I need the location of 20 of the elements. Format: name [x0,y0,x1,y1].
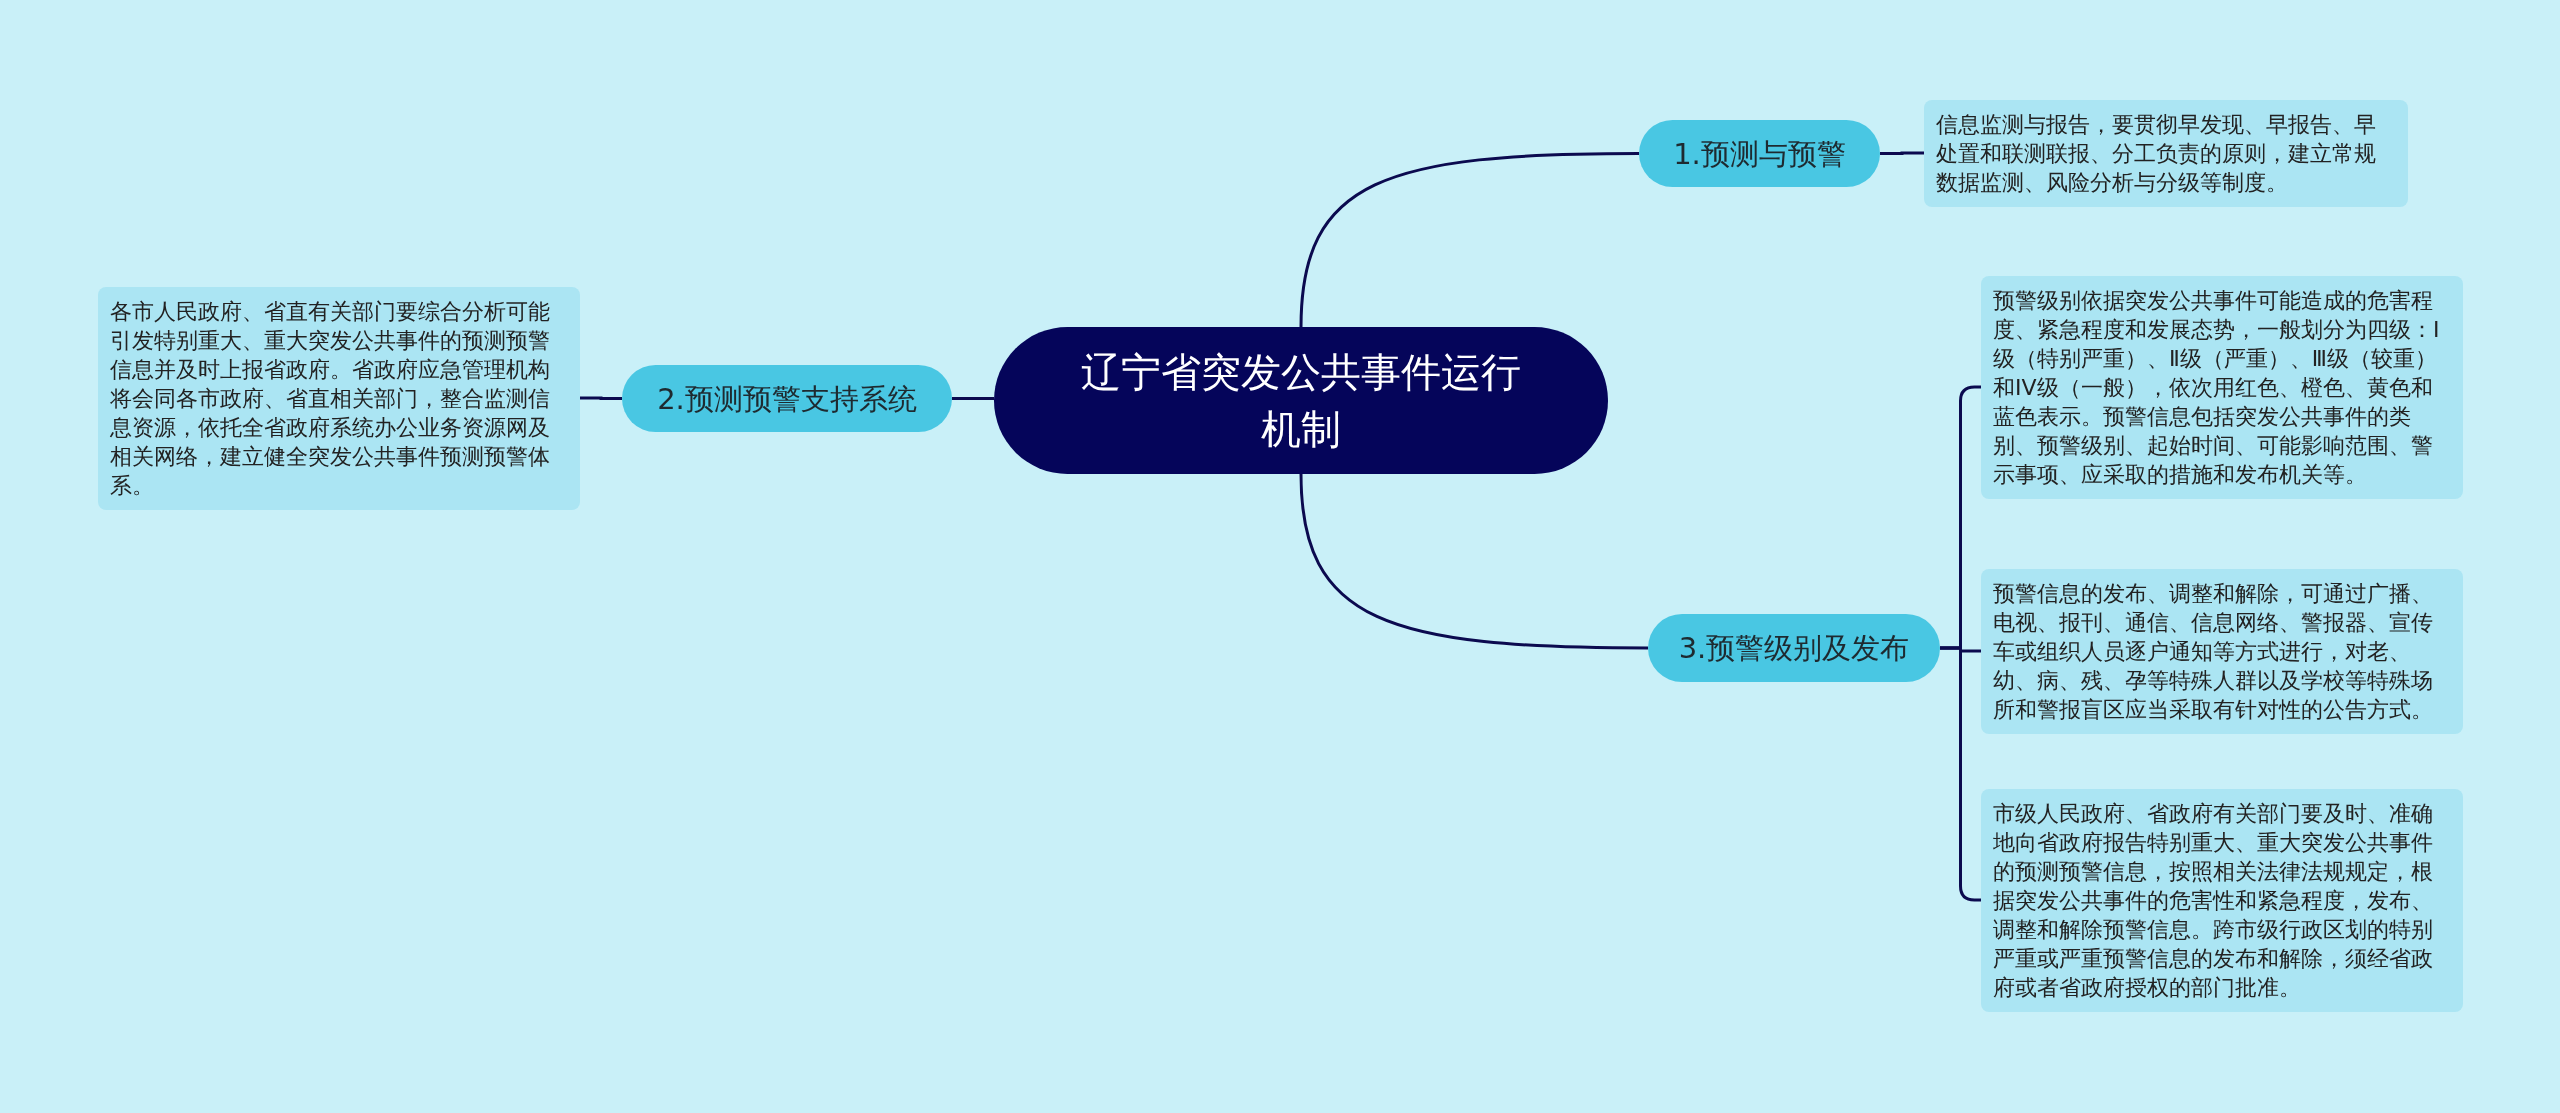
note-text: 预警级别依据突发公共事件可能造成的危害程度、紧急程度和发展态势，一般划分为四级：Ⅰ级（特别严重）、Ⅱ级（严重）、Ⅲ级（较重）和IV级（一般），依次用红色、橙色、黄色和蓝色表示。预警信息包括突发公共事件的类别、预警级别、起始时间、可能影响范围、警示事项、应采取的措施和发布机关等。 [1993,286,2441,489]
topic-text: 1.预测与预警 [1673,135,1846,172]
note-text: 预警信息的发布、调整和解除，可通过广播、电视、报刊、通信、信息网络、警报器、宣传车或组织人员逐户通知等方式进行，对老、幼、病、残、孕等特殊人群以及学校等特殊场所和警报盲区应当采取有针对性的公告方式。 [1993,579,2434,724]
note-box [1981,568,2463,734]
note-text: 信息监测与报告，要贯彻早发现、早报告、早处置和联测联报、分工负责的原则，建立常规数据监测、风险分析与分级等制度。 [1936,110,2377,197]
connector-line [1299,473,1648,650]
topic-text: 3.预警级别及发布 [1678,630,1910,666]
connector-line [580,396,622,400]
connector-line [1299,152,1639,328]
connector-line [1880,151,1924,155]
topic-text: 辽宁省突发公共事件运行机制 [1080,347,1522,454]
connector-line [1940,646,1981,902]
note-box [1924,99,2408,207]
connector-line [952,397,994,400]
note-box [1981,788,2463,1012]
note-box [1981,275,2463,499]
note-text: 市级人民政府、省政府有关部门要及时、准确地向省政府报告特别重大、重大突发公共事件的预测预警信息，按照相关法律法规规定，根据突发公共事件的危害性和紧急程度，发布、调整和解除预警信息。跨市级行政区划的特别严重或严重预警信息的发布和解除，须经省政府或者省政府授权的部门批准。 [1993,799,2434,1002]
note-box [98,286,580,510]
note-text: 各市人民政府、省直有关部门要综合分析可能引发特别重大、重大突发公共事件的预测预警信息并及时上报省政府。省政府应急管理机构将会同各市政府、省直相关部门，整合监测信息资源，依托全省政府系统办公业务资源网及相关网络，建立健全突发公共事件预测预警体系。 [110,297,551,500]
topic-text: 2.预测预警支持系统 [657,380,917,417]
